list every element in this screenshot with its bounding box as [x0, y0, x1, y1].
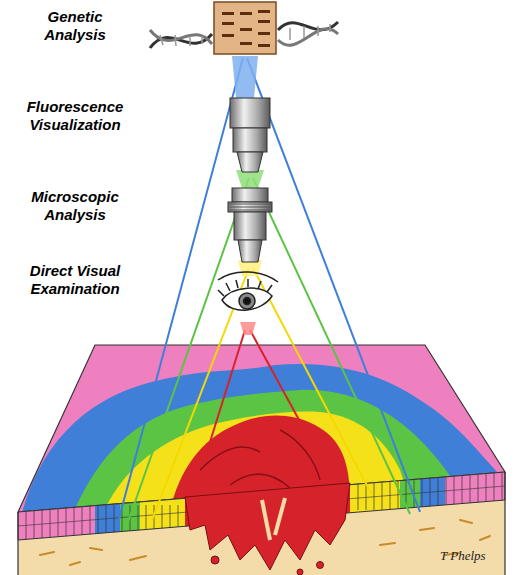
eye [218, 272, 278, 310]
method-label: Direct Visual Examination [18, 262, 132, 298]
view-cones [118, 58, 420, 522]
tissue-section [0, 460, 520, 575]
objective-lens [228, 188, 272, 262]
artist-signature: T Phelps [440, 548, 486, 564]
objective-lens [230, 98, 270, 172]
gel-image [214, 2, 276, 54]
method-label: Fluorescence Visualization [18, 98, 132, 134]
method-label: Genetic Analysis [18, 8, 132, 44]
method-label: Microscopic Analysis [18, 188, 132, 224]
